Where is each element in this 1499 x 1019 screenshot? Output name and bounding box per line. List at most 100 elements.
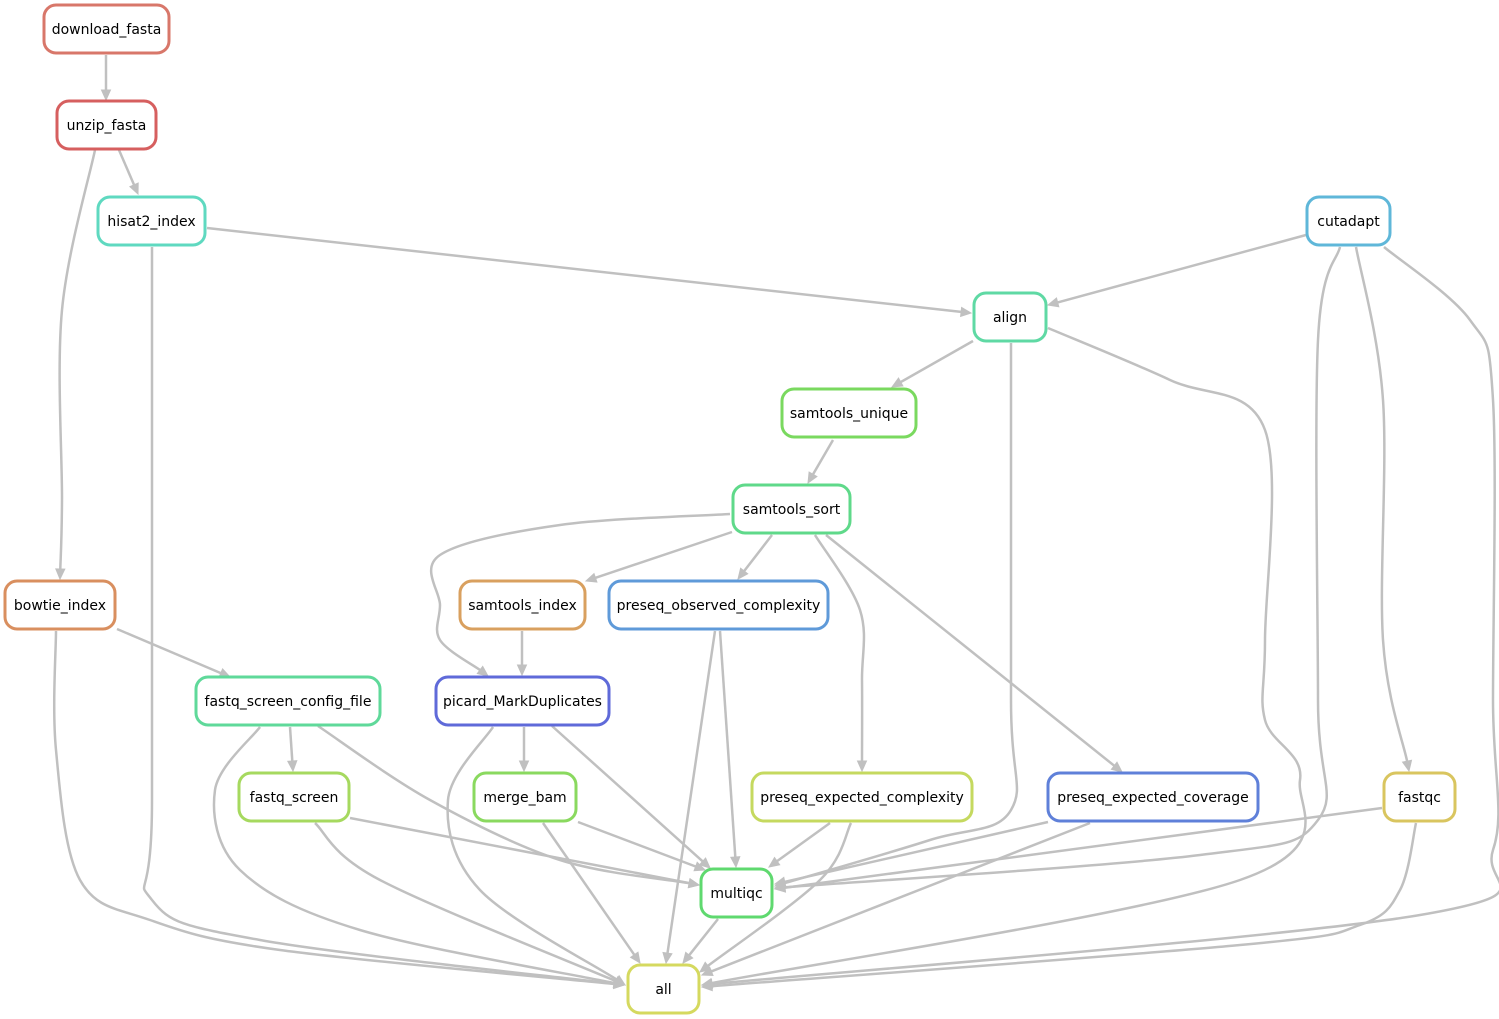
arrowhead bbox=[700, 980, 713, 992]
edge-unzip_fasta-to-hisat2_index bbox=[117, 149, 139, 196]
edge-fastq_screen-to-multiqc bbox=[349, 816, 701, 889]
arrowhead bbox=[773, 882, 787, 893]
node-samtools_sort: samtools_sort bbox=[731, 483, 852, 535]
arrowhead bbox=[856, 760, 868, 773]
node-label: multiqc bbox=[710, 886, 762, 902]
node-label: samtools_index bbox=[468, 598, 577, 614]
arrowhead bbox=[662, 951, 673, 965]
node-label: hisat2_index bbox=[107, 214, 195, 230]
node-bowtie_index: bowtie_index bbox=[3, 579, 117, 631]
edge-line bbox=[784, 342, 1019, 885]
node-box bbox=[699, 867, 774, 919]
arrowhead bbox=[693, 861, 707, 872]
node-fastqc: fastqc bbox=[1382, 771, 1457, 823]
node-box bbox=[607, 579, 830, 631]
node-box bbox=[194, 675, 382, 727]
arrowhead bbox=[682, 951, 694, 964]
edge-download_fasta-to-unzip_fasta bbox=[100, 55, 112, 102]
edge-line bbox=[314, 822, 617, 983]
arrowhead bbox=[1046, 297, 1060, 308]
edge-cutadapt-to-align bbox=[1046, 233, 1307, 308]
node-box bbox=[55, 99, 158, 151]
edge-line bbox=[595, 530, 733, 579]
node-box bbox=[1046, 771, 1260, 823]
node-merge_bam: merge_bam bbox=[472, 771, 578, 823]
edge-line bbox=[711, 822, 1418, 988]
edge-line bbox=[688, 918, 719, 956]
edge-line bbox=[811, 439, 835, 476]
edge-samtools_index-to-picard_MarkDuplicates bbox=[516, 631, 528, 677]
node-box bbox=[731, 483, 852, 535]
edge-line bbox=[429, 512, 731, 672]
edge-line bbox=[784, 820, 1049, 884]
edge-line bbox=[52, 630, 615, 986]
node-box bbox=[237, 771, 351, 823]
edge-samtools_sort-to-preseq_observed_complexity bbox=[737, 534, 773, 580]
arrowhead bbox=[613, 975, 627, 986]
arrowhead bbox=[476, 665, 489, 677]
edge-line bbox=[784, 806, 1383, 889]
node-label: fastq_screen_config_file bbox=[205, 694, 372, 710]
node-fastq_screen: fastq_screen bbox=[237, 771, 351, 823]
node-multiqc: multiqc bbox=[699, 867, 774, 919]
arrowhead bbox=[687, 877, 701, 889]
edge-line bbox=[349, 816, 690, 885]
edge-line bbox=[577, 820, 697, 868]
arrowhead bbox=[584, 572, 598, 583]
node-box bbox=[1305, 195, 1392, 247]
edges-layer bbox=[52, 55, 1499, 992]
arrowhead bbox=[100, 89, 112, 102]
edge-line bbox=[117, 149, 136, 186]
edge-line bbox=[710, 821, 1091, 973]
edge-picard_MarkDuplicates-to-merge_bam bbox=[518, 727, 530, 773]
arrowhead bbox=[128, 182, 139, 196]
edge-line bbox=[743, 534, 773, 572]
node-download_fasta: download_fasta bbox=[42, 3, 171, 55]
node-box bbox=[96, 195, 207, 247]
edge-line bbox=[784, 246, 1342, 889]
node-box bbox=[626, 963, 701, 1015]
arrowhead bbox=[1401, 759, 1413, 773]
edge-line bbox=[825, 534, 1115, 767]
node-preseq_observed_complexity: preseq_observed_complexity bbox=[607, 579, 830, 631]
arrowhead bbox=[286, 760, 298, 773]
edge-picard_MarkDuplicates-to-all bbox=[446, 726, 627, 986]
node-label: merge_bam bbox=[483, 790, 566, 806]
edge-line bbox=[551, 725, 704, 863]
node-label: preseq_expected_coverage bbox=[1057, 790, 1249, 806]
arrowhead bbox=[960, 306, 973, 318]
edge-fastqc-to-all bbox=[700, 822, 1418, 992]
edge-line bbox=[446, 726, 618, 981]
edge-line bbox=[212, 726, 615, 985]
edge-fastqc-to-multiqc bbox=[773, 806, 1383, 893]
edge-picard_MarkDuplicates-to-multiqc bbox=[551, 725, 711, 869]
node-box bbox=[472, 771, 578, 823]
arrowhead bbox=[737, 567, 749, 580]
edge-preseq_expected_coverage-to-all bbox=[700, 821, 1091, 977]
edge-line bbox=[718, 630, 737, 858]
node-align: align bbox=[972, 291, 1048, 343]
node-box bbox=[42, 3, 171, 55]
node-box bbox=[458, 579, 587, 631]
node-label: align bbox=[993, 310, 1027, 326]
edge-multiqc-to-all bbox=[682, 918, 719, 964]
edge-preseq_observed_complexity-to-multiqc bbox=[718, 630, 741, 869]
node-box bbox=[750, 771, 974, 823]
arrowhead bbox=[698, 857, 711, 869]
node-box bbox=[434, 675, 611, 727]
edge-line bbox=[776, 821, 831, 863]
edge-line bbox=[666, 630, 717, 954]
node-box bbox=[780, 387, 918, 439]
edge-preseq_expected_complexity-to-multiqc bbox=[768, 821, 831, 868]
arrowhead bbox=[516, 664, 528, 677]
edge-bowtie_index-to-fastq_screen_config_file bbox=[116, 627, 232, 678]
edge-unzip_fasta-to-bowtie_index bbox=[55, 149, 97, 581]
edge-merge_bam-to-multiqc bbox=[577, 820, 707, 872]
node-box bbox=[3, 579, 117, 631]
edge-hisat2_index-to-align bbox=[206, 226, 973, 318]
edge-samtools_sort-to-picard_MarkDuplicates bbox=[429, 512, 731, 677]
edge-fastq_screen_config_file-to-fastq_screen bbox=[286, 726, 298, 773]
edge-line bbox=[142, 246, 615, 986]
